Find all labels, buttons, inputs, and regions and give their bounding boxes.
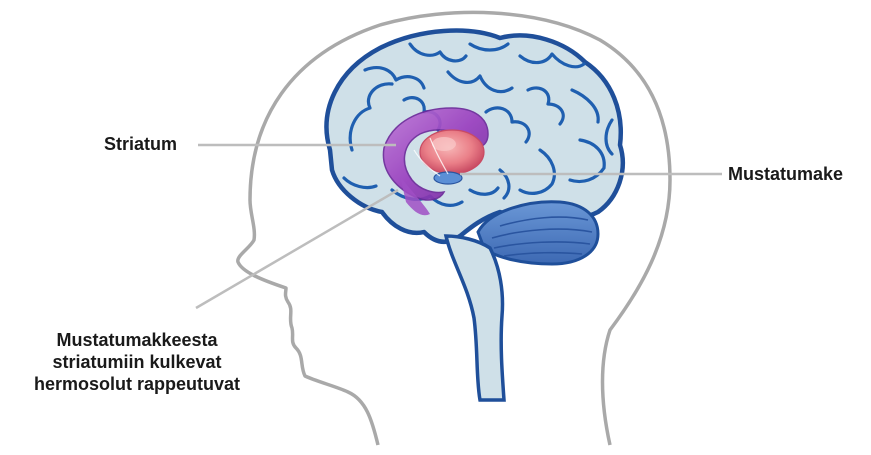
brainstem — [446, 236, 504, 400]
striatum-label: Striatum — [104, 133, 177, 155]
pathway-label-line-3: hermosolut rappeutuvat — [6, 373, 268, 395]
pathway-label: Mustatumakkeesta striatumiin kulkevat he… — [6, 329, 268, 395]
pathway-label-line-1: Mustatumakkeesta — [6, 329, 268, 351]
pathway-label-line-2: striatumiin kulkevat — [6, 351, 268, 373]
pathway-pointer-line — [196, 190, 398, 308]
thalamus-highlight — [432, 137, 456, 151]
mustatumake-label: Mustatumake — [728, 163, 843, 185]
